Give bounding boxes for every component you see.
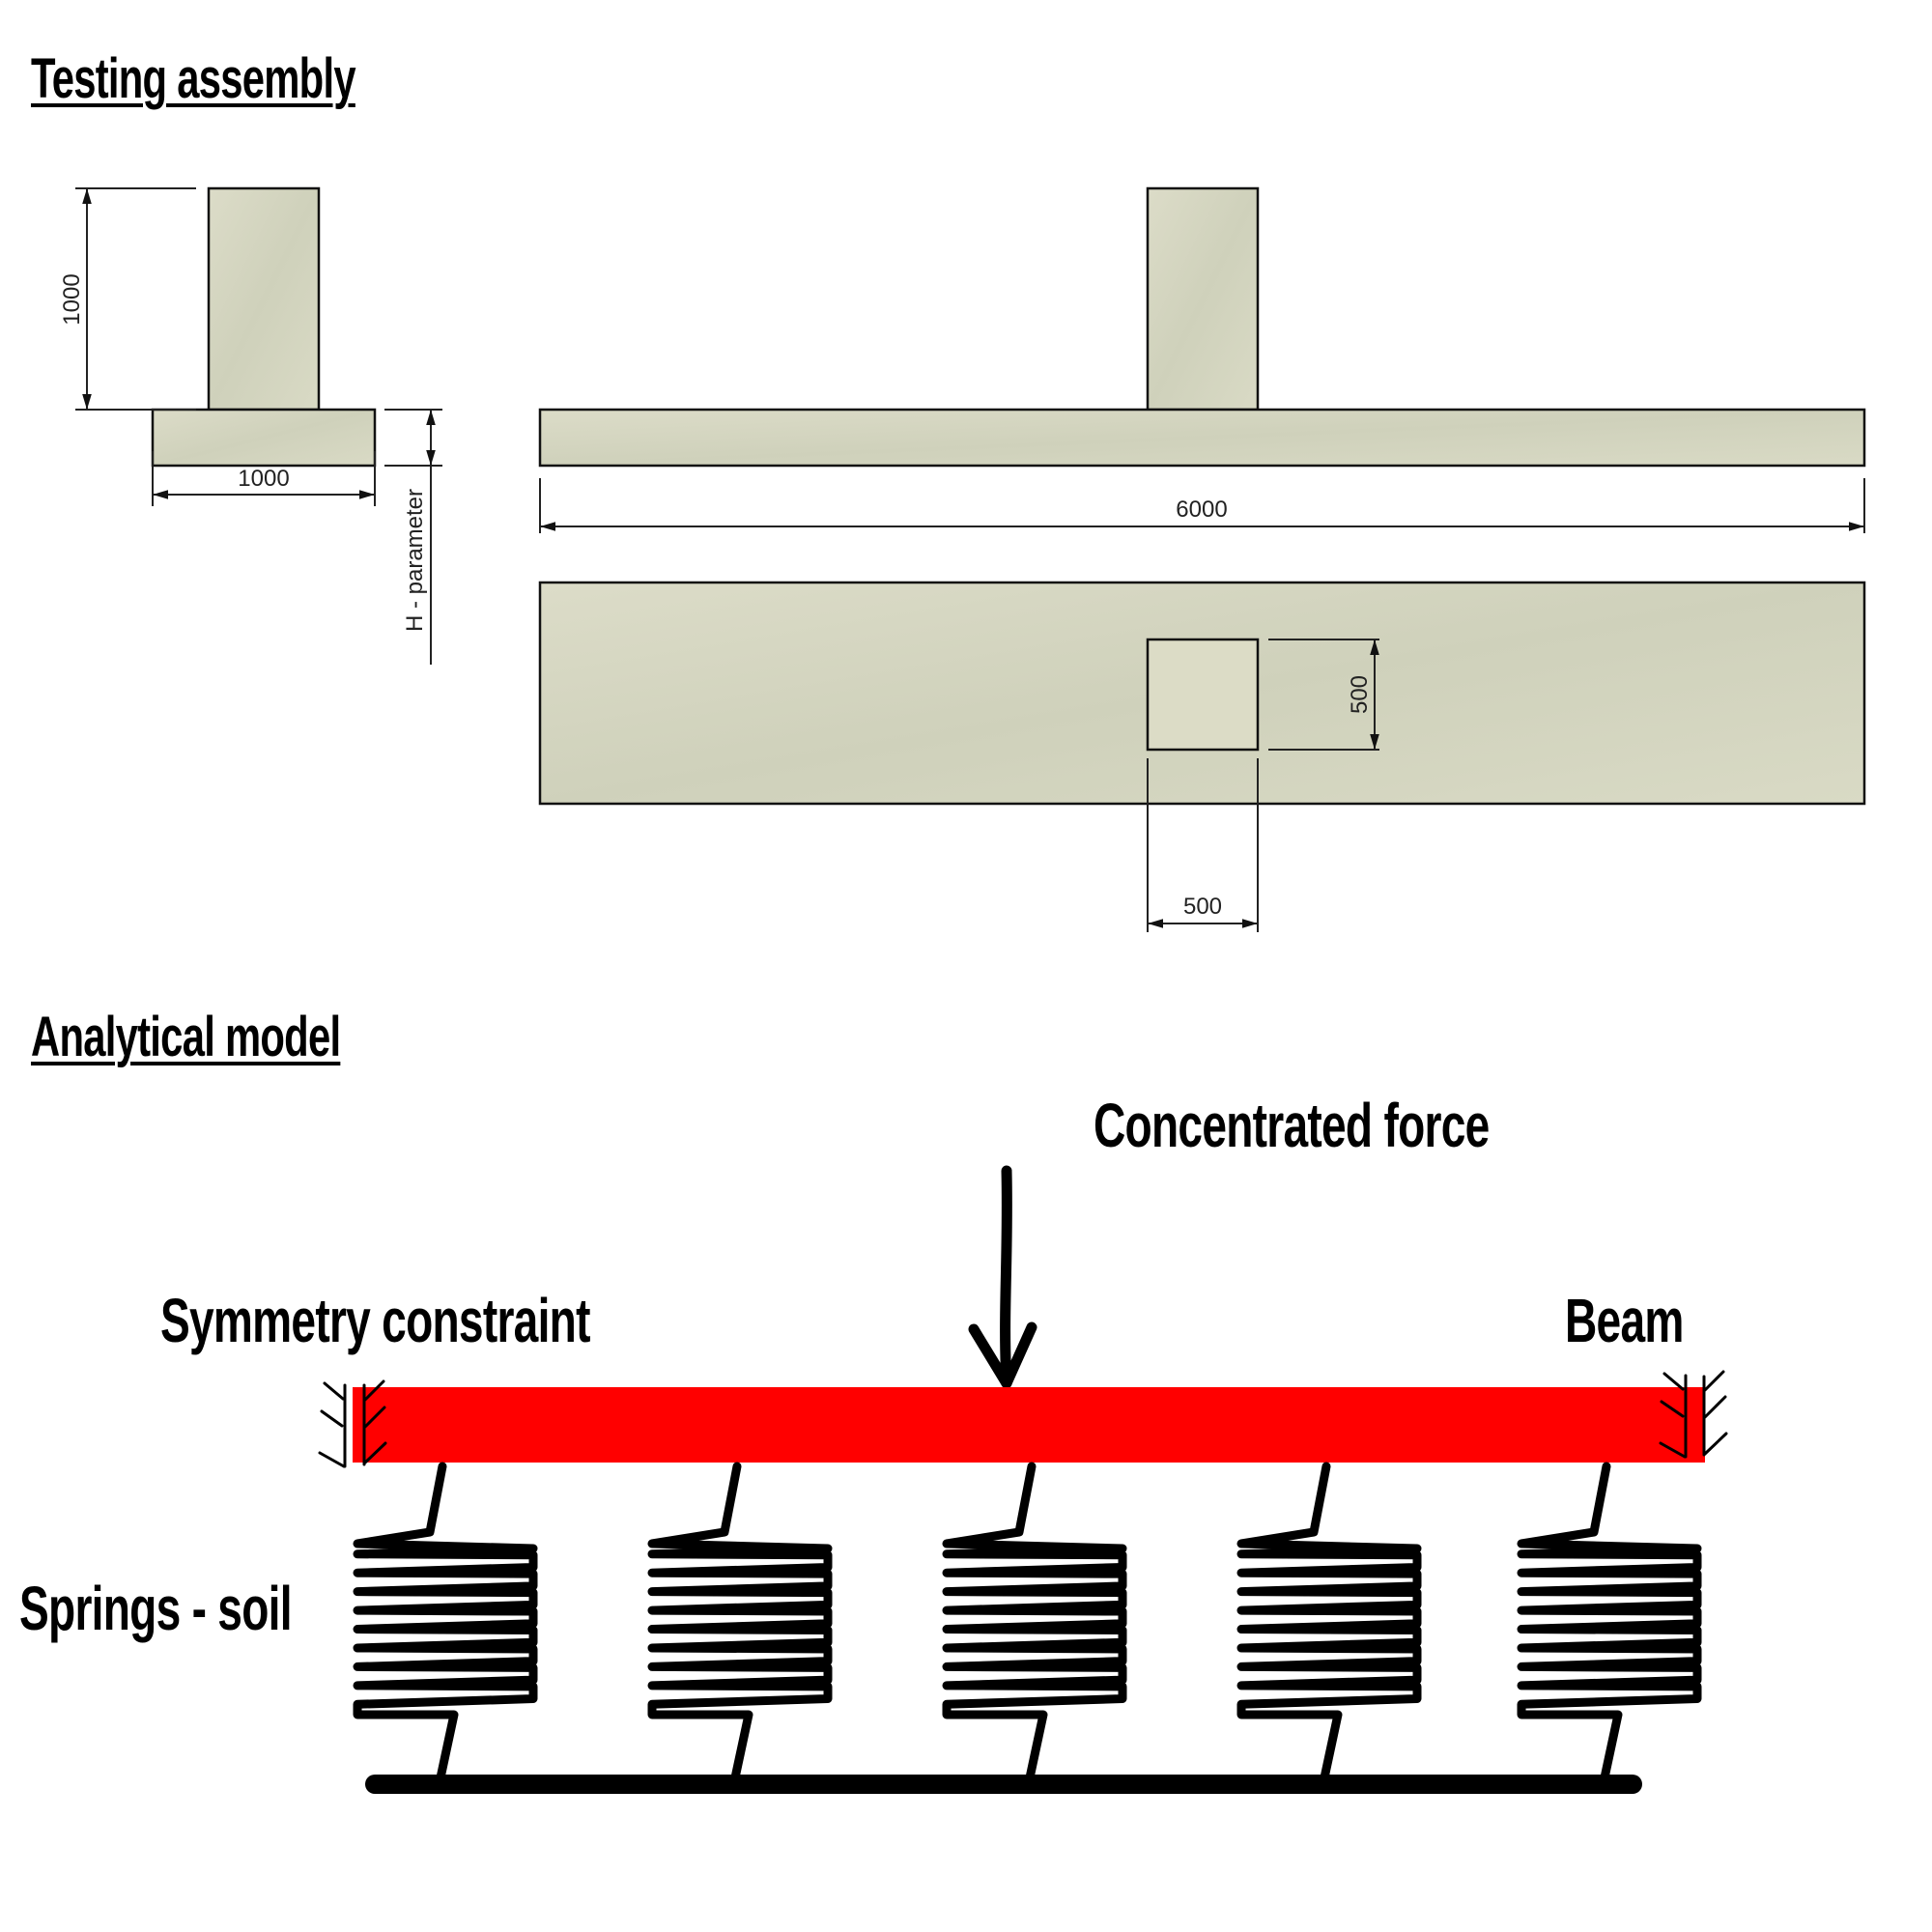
springs-soil-label: Springs - soil	[19, 1574, 293, 1643]
plan-view: 500 500	[538, 581, 1866, 932]
side-section: 1000 1000 H - parameter	[59, 186, 442, 665]
dimension-footing-height	[384, 409, 442, 665]
concentrated-force-arrow	[968, 1165, 1037, 1389]
springs-group	[353, 1462, 1702, 1787]
beam-label: Beam	[1565, 1286, 1684, 1355]
symmetry-constraint-label: Symmetry constraint	[160, 1286, 590, 1355]
testing-assembly-heading: Testing assembly	[31, 47, 356, 110]
concentrated-force-label: Concentrated force	[1094, 1091, 1490, 1160]
left-symmetry-constraint-icon	[318, 1379, 387, 1468]
dimension-beam-length	[539, 478, 1865, 533]
column-plan	[1146, 638, 1260, 752]
dim-label-column-plan-height: 500	[1347, 675, 1373, 714]
dimension-column-plan-width	[1147, 758, 1259, 932]
spring-3	[942, 1462, 1127, 1787]
spring-1	[353, 1462, 538, 1787]
elevation-view: 6000	[538, 186, 1866, 533]
right-symmetry-constraint-icon	[1659, 1370, 1728, 1459]
beam-elevation	[538, 408, 1866, 468]
dim-label-column-plan-width: 500	[1183, 894, 1222, 920]
spring-2	[647, 1462, 833, 1787]
dimension-column-plan-height	[1268, 639, 1379, 751]
dim-label-column-height: 1000	[59, 273, 85, 325]
column-side	[207, 186, 321, 412]
dimension-column-height	[75, 187, 196, 411]
spring-5	[1517, 1462, 1702, 1787]
spring-4	[1236, 1462, 1422, 1787]
dimension-footing-width	[152, 451, 376, 506]
analytical-model-heading: Analytical model	[31, 1006, 341, 1068]
dim-label-h-parameter: H - parameter	[402, 489, 428, 632]
footing-side	[151, 408, 377, 468]
beam	[353, 1387, 1705, 1463]
column-elevation	[1146, 186, 1260, 412]
dim-label-beam-length: 6000	[1176, 497, 1227, 523]
dim-label-footing-width: 1000	[238, 466, 289, 492]
